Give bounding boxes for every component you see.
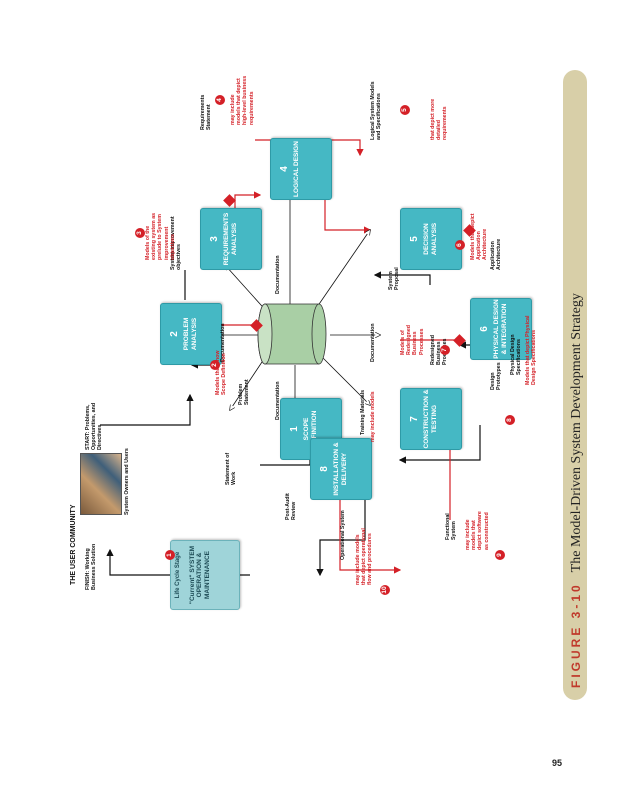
lifecycle-body: "Current" SYSTEM OPERATION & MAINTENANCE: [189, 546, 211, 604]
phase-number: 8: [319, 439, 331, 499]
annotation-2: Models of the existing system as prelude…: [145, 210, 176, 260]
phase-number: 2: [169, 304, 181, 364]
training-label: Training Materials: [360, 385, 366, 435]
lifecycle-box[interactable]: Life Cycle Stage "Current" SYSTEM OPERAT…: [170, 540, 240, 610]
app-architecture-label: Application Architecture: [490, 210, 502, 270]
annotation-8: may include models: [370, 382, 376, 442]
figure-caption: FIGURE 3-10 The Model-Driven System Devel…: [569, 68, 585, 688]
phase-number: 4: [279, 139, 291, 199]
flow-start: [100, 395, 190, 425]
red-flow-5: [325, 200, 370, 230]
flow-sow: [260, 460, 310, 465]
phase-name: LOGICAL DESIGN: [293, 141, 300, 197]
logical-models-label: Logical System Models and Specifications: [370, 80, 382, 140]
phase-name: REQUIREMENTS ANALYSIS: [223, 213, 238, 265]
page-number: 95: [552, 758, 562, 768]
redesigned-processes-label: Redesigned Business Processes: [430, 315, 449, 365]
documentation-label: Documentation: [275, 380, 281, 420]
annotation-1: Models that show Scope Definition: [215, 350, 227, 395]
system-proposal-label: System Proposal: [388, 250, 400, 290]
problem-statement-label: Problem Statement: [238, 365, 250, 405]
step-badge: 7: [440, 345, 450, 355]
step-badge: 1: [165, 550, 175, 560]
phase-number: 7: [409, 389, 421, 449]
functional-system-label: Functional System: [445, 500, 457, 540]
repository-cylinder: [257, 301, 327, 367]
doc-spoke-5: [315, 230, 370, 310]
step-badge: 9: [495, 550, 505, 560]
step-badge: 10: [380, 585, 390, 595]
phase-name: DECISION ANALYSIS: [423, 223, 438, 255]
step-badge: 8: [505, 415, 515, 425]
step-badge: 6: [455, 240, 465, 250]
documentation-label: Documentation: [275, 254, 281, 294]
phase-number: 1: [289, 399, 301, 459]
community-title: THE USER COMMUNITY: [70, 505, 77, 586]
phase-name: CONSTRUCTION & TESTING: [423, 390, 438, 449]
figure-title: The Model-Driven System Development Stra…: [569, 293, 584, 572]
community-owners-label: System Owners and Users: [124, 435, 130, 515]
physical-design-specs-label: Physical Design Specifications: [510, 305, 522, 375]
annotation-5: Models that depict Application Architect…: [470, 200, 489, 260]
lifecycle-header: Life Cycle Stage: [175, 541, 183, 609]
step-badge: 5: [400, 105, 410, 115]
phase-number: 3: [209, 209, 221, 269]
step-badge: 2: [210, 360, 220, 370]
operational-system-label: Operational System: [340, 510, 346, 560]
annotation-3: may include models that depict high-leve…: [230, 75, 255, 125]
flow-5-6: [375, 275, 430, 285]
user-community-photo: [80, 453, 122, 515]
annotation-10: may include models that depict operation…: [355, 525, 374, 585]
phase-number: 5: [409, 209, 421, 269]
step-badge: 4: [215, 95, 225, 105]
post-audit-label: Post-Audit Review: [285, 480, 297, 520]
step-badge: 3: [135, 228, 145, 238]
start-label: START: Problems, Opportunities, and Dire…: [85, 380, 104, 450]
annotation-9: may include models that depict software …: [465, 505, 490, 550]
annotation-6: Models of Redesigned Business Processes: [400, 305, 425, 355]
design-prototypes-label: Design Prototypes: [490, 350, 502, 390]
statement-of-work-label: Statement of Work: [225, 445, 237, 485]
phase-name: INSTALLATION & DELIVERY: [333, 442, 348, 495]
annotation-7: Models that depict Physical Design Speci…: [525, 315, 537, 385]
figure-number: FIGURE 3-10: [569, 582, 583, 688]
annotation-4: that depict more detailed requirements: [430, 90, 449, 140]
finish-label: FINISH: Working Business Solution: [85, 540, 97, 590]
requirements-statement-label: Requirements Statement: [200, 70, 212, 130]
documentation-label: Documentation: [370, 322, 376, 362]
phase-name: PROBLEM ANALYSIS: [183, 318, 198, 351]
